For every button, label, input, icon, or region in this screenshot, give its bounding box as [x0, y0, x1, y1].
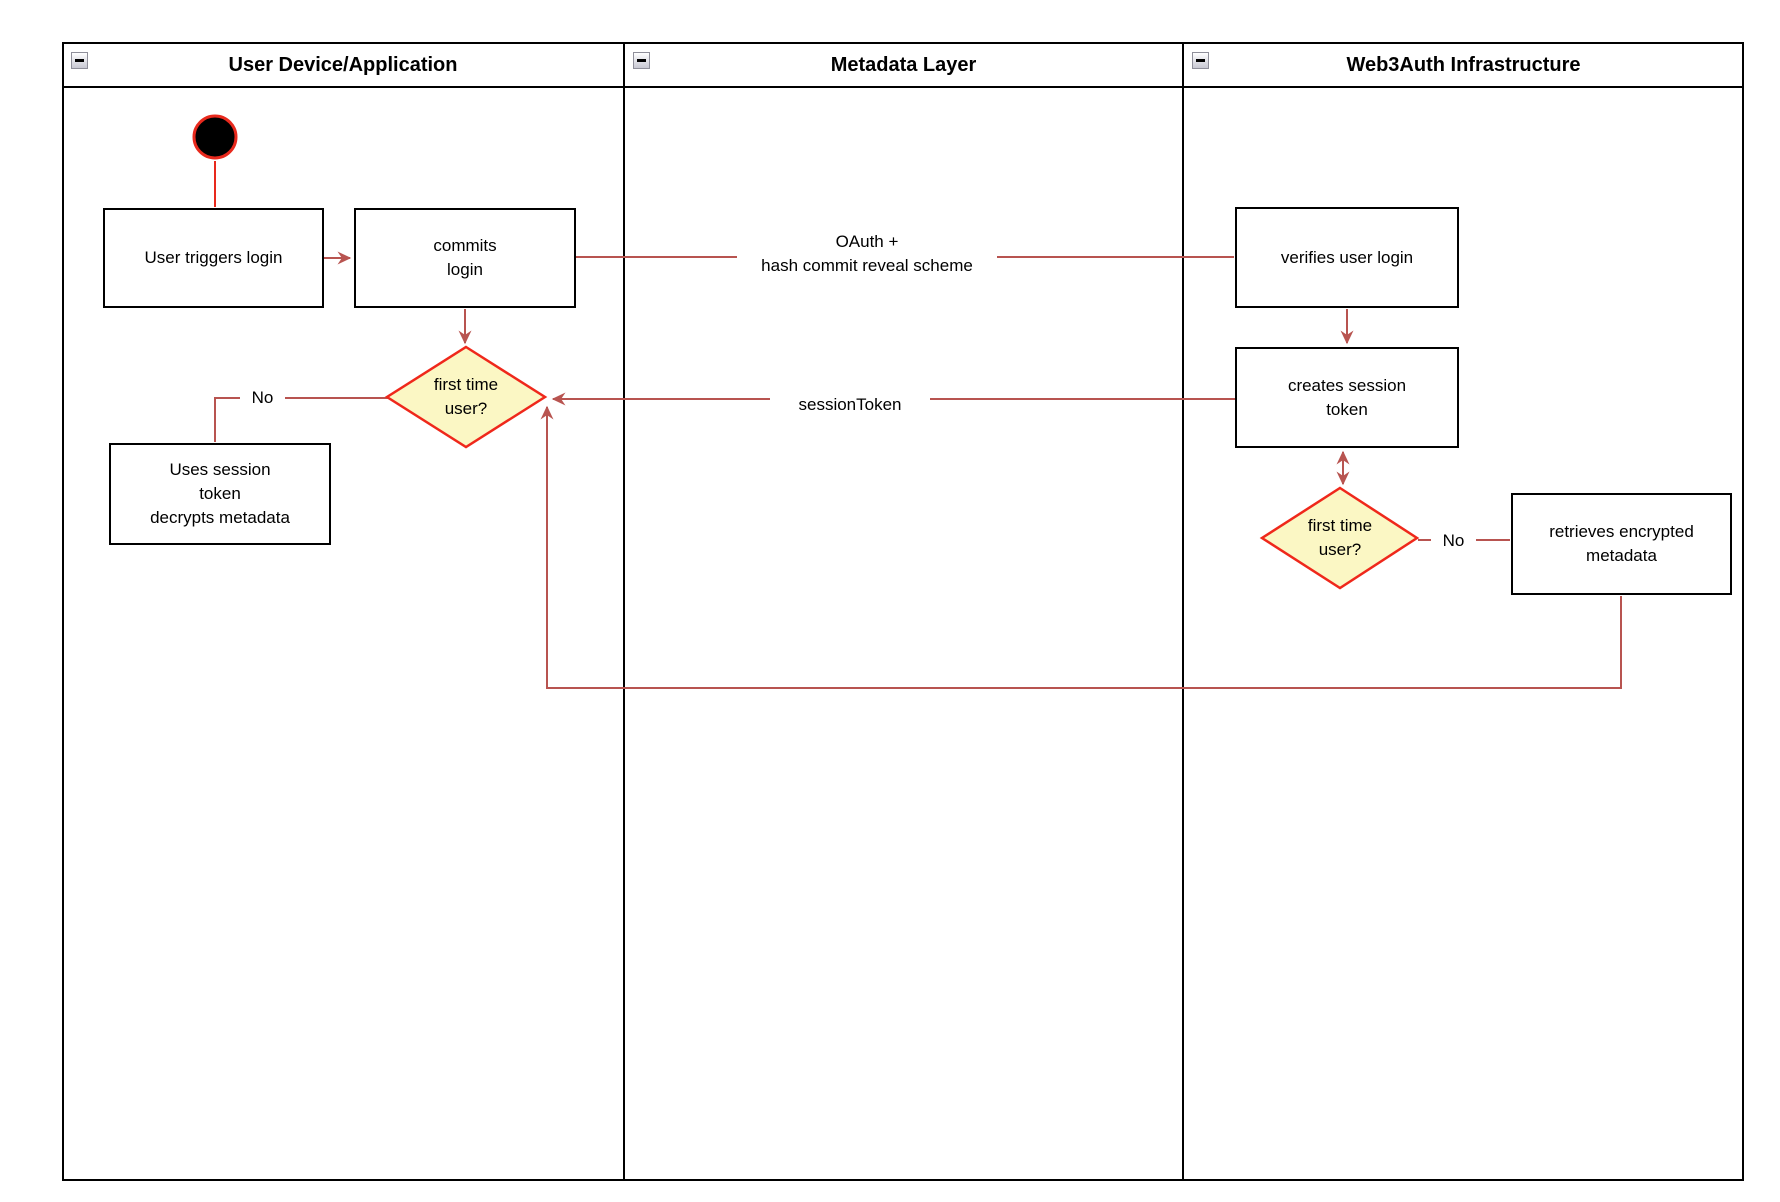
edge-retrieves-feedback-to-decision[interactable]	[540, 405, 1622, 689]
edge-decision-no-to-uses-session[interactable]	[214, 397, 389, 442]
edge-label-session-token[interactable]: sessionToken	[770, 392, 930, 418]
collapse-lane-button[interactable]	[633, 52, 650, 69]
lane-separator	[1182, 42, 1184, 1181]
lane-header-web3auth[interactable]: Web3Auth Infrastructure	[1183, 44, 1744, 86]
edge-label-no-right[interactable]: No	[1431, 529, 1476, 553]
node-label: User triggers login	[144, 248, 283, 267]
lane-title: User Device/Application	[228, 53, 458, 76]
minus-icon	[75, 59, 84, 62]
node-uses-session-token[interactable]: Uses session token decrypts metadata	[109, 443, 331, 545]
collapse-lane-button[interactable]	[71, 52, 88, 69]
header-separator	[62, 86, 1744, 88]
lane-title: Web3Auth Infrastructure	[1346, 53, 1581, 76]
decision-label: first time user?	[433, 375, 499, 418]
node-verifies-user-login[interactable]: verifies user login	[1235, 207, 1459, 308]
start-state-node[interactable]	[192, 114, 238, 160]
node-label: creates session token	[1287, 375, 1407, 419]
lane-title: Metadata Layer	[830, 53, 977, 76]
node-label: commits login	[433, 236, 497, 279]
decision-first-time-user-right[interactable]	[1259, 486, 1420, 590]
node-creates-session-token[interactable]: creates session token	[1235, 347, 1459, 448]
edge-label-oauth[interactable]: OAuth + hash commit reveal scheme	[737, 228, 997, 280]
node-label: Uses session token decrypts metadata	[150, 460, 290, 527]
collapse-lane-button[interactable]	[1192, 52, 1209, 69]
node-user-triggers-login[interactable]: User triggers login	[103, 208, 324, 308]
lane-separator	[623, 42, 625, 1181]
minus-icon	[637, 59, 646, 62]
edge-label-no-left[interactable]: No	[240, 386, 285, 410]
node-retrieves-encrypted-metadata[interactable]: retrieves encrypted metadata	[1511, 493, 1732, 595]
lane-header-user-device[interactable]: User Device/Application	[62, 44, 624, 86]
node-label: retrieves encrypted metadata	[1549, 522, 1694, 565]
node-commits-login[interactable]: commits login	[354, 208, 576, 308]
minus-icon	[1196, 59, 1205, 62]
node-label: verifies user login	[1280, 247, 1414, 267]
lane-header-metadata-layer[interactable]: Metadata Layer	[624, 44, 1183, 86]
decision-label: first time user?	[1307, 516, 1373, 559]
decision-first-time-user-left[interactable]	[384, 345, 548, 449]
